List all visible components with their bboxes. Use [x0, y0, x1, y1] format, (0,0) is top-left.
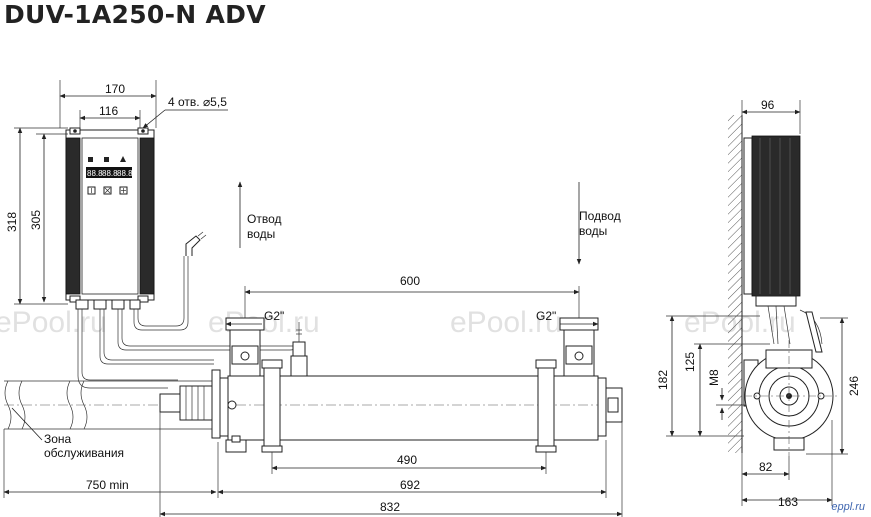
- dimension-163: 163: [778, 495, 798, 509]
- inlet-label-1: Подвод: [579, 209, 621, 223]
- dimension-750-min: 750 min: [86, 478, 129, 492]
- outlet-label-1: Отвод: [247, 212, 281, 226]
- display-2: 88.8: [102, 169, 118, 178]
- bolt-m8-label: M8: [707, 369, 721, 386]
- dimension-246: 246: [847, 376, 861, 396]
- control-box: 88.8 88.8 88.8: [65, 127, 155, 310]
- dimension-lines: [3, 80, 848, 517]
- dimension-692: 692: [400, 478, 420, 492]
- dimension-125: 125: [683, 352, 697, 372]
- thread-right-label: G2": [536, 309, 556, 323]
- dimension-96: 96: [761, 98, 775, 112]
- watermark: ePool.ru: [0, 306, 107, 339]
- dimension-170: 170: [105, 82, 125, 96]
- dimension-490: 490: [397, 453, 417, 467]
- mounting-holes-label: 4 отв. ⌀5,5: [168, 95, 227, 109]
- diagram-title: DUV-1A250-N ADV: [4, 0, 266, 29]
- display-1: 88.8: [87, 169, 103, 178]
- dimension-600: 600: [400, 274, 420, 288]
- uv-chamber: [159, 317, 623, 453]
- site-watermark: eppl.ru: [831, 501, 865, 513]
- display-3: 88.8: [117, 169, 133, 178]
- service-zone-label-2: обслуживания: [44, 446, 124, 460]
- dimension-318: 318: [5, 212, 19, 232]
- outlet-label-2: воды: [247, 227, 275, 241]
- dimension-82: 82: [759, 460, 773, 474]
- dimension-305: 305: [29, 210, 43, 230]
- service-zone-label-1: Зона: [44, 432, 72, 446]
- watermark: ePool.ru: [450, 306, 562, 339]
- dimension-116: 116: [99, 104, 118, 118]
- thread-left-label: G2": [264, 309, 284, 323]
- service-pipe: [4, 380, 218, 430]
- inlet-label-2: воды: [579, 224, 607, 238]
- dimension-182: 182: [656, 370, 670, 390]
- dimension-832: 832: [380, 500, 400, 514]
- side-view: [728, 115, 840, 456]
- cables: [77, 231, 299, 389]
